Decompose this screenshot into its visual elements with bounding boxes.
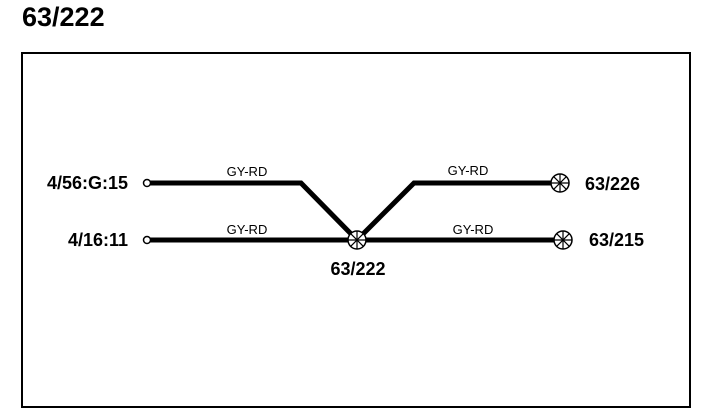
connector-label-right-bottom: 63/215 [589,230,644,250]
terminal-right-top-icon [550,173,570,193]
terminal-right-bottom-icon [553,230,573,250]
terminal-left-bottom-icon [142,235,152,245]
connector-label-right-top: 63/226 [585,174,640,194]
wire-label-upper-left: GY-RD [227,164,268,179]
wire-label-upper-right: GY-RD [448,163,489,178]
wire-upper-left [150,180,359,242]
connector-label-left-top: 4/56:G:15 [47,173,128,193]
terminal-left-top-icon [142,178,152,188]
splice-label: 63/222 [330,259,385,279]
wire-upper-right [355,180,553,242]
splice-icon [347,230,367,250]
page-title: 63/222 [22,2,105,32]
connector-label-left-bottom: 4/16:11 [68,230,128,250]
diagram-frame [21,52,691,408]
wire-label-lower-right: GY-RD [453,222,494,237]
wire-label-lower-left: GY-RD [227,222,268,237]
